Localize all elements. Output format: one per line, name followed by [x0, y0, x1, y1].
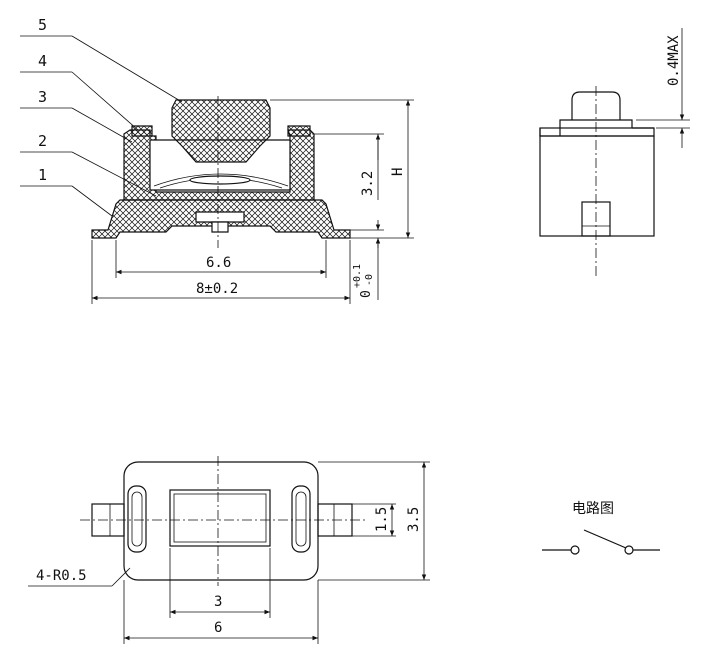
part-label-5: 5 [38, 16, 47, 34]
side-cover-step [539, 119, 654, 136]
dim-overall-height: H [390, 168, 406, 176]
dim-pad-height: 1.5 [374, 507, 390, 532]
dim-body-height: 3.5 [406, 507, 422, 532]
side-body [539, 135, 655, 237]
cover-right [287, 125, 311, 137]
circuit-terminal-right [624, 545, 634, 555]
actuator [171, 99, 271, 163]
circuit-terminal-left [570, 545, 580, 555]
dim-outer-width: 8±0.2 [196, 281, 238, 297]
dim-tol-top: +0.1 [352, 264, 363, 288]
center-contact [195, 211, 245, 223]
dim-body-width: 6 [214, 620, 222, 636]
top-slot-right-inner [295, 491, 307, 547]
dome-spring [153, 173, 289, 187]
part-label-1: 1 [38, 166, 47, 184]
part-label-4: 4 [38, 52, 47, 70]
side-cover [539, 127, 655, 137]
side-view: 0.4MAX [539, 28, 690, 276]
front-section-view: 5 4 3 2 1 6.6 8±0.2 3.2 H +0.1 0 -0 [20, 16, 414, 304]
top-view: 4-R0.5 1.5 3.5 3 6 [28, 456, 430, 644]
dim-inner-width: 6.6 [206, 255, 231, 271]
dim-window-width: 3 [214, 594, 222, 610]
part-label-3: 3 [38, 88, 47, 106]
circuit-diagram: 电路图 [542, 501, 660, 555]
top-slot-right [291, 485, 311, 553]
center-pin [211, 221, 229, 233]
dim-height: 3.2 [360, 171, 376, 196]
top-body [123, 461, 319, 581]
circuit-title: 电路图 [572, 501, 614, 517]
top-window [169, 489, 271, 547]
circuit-switch-blade [583, 529, 627, 549]
dim-tol-base: 0 [359, 290, 374, 298]
top-slot-left-inner [131, 491, 143, 547]
top-slot-left [127, 485, 147, 553]
cover-left [131, 125, 153, 137]
dim-stroke: 0.4MAX [666, 35, 682, 86]
dim-tol-bottom: -0 [364, 274, 375, 286]
dim-corner-radius: 4-R0.5 [36, 568, 87, 584]
top-window-inner [173, 493, 267, 543]
dome-contact [189, 175, 251, 185]
part-label-2: 2 [38, 132, 47, 150]
